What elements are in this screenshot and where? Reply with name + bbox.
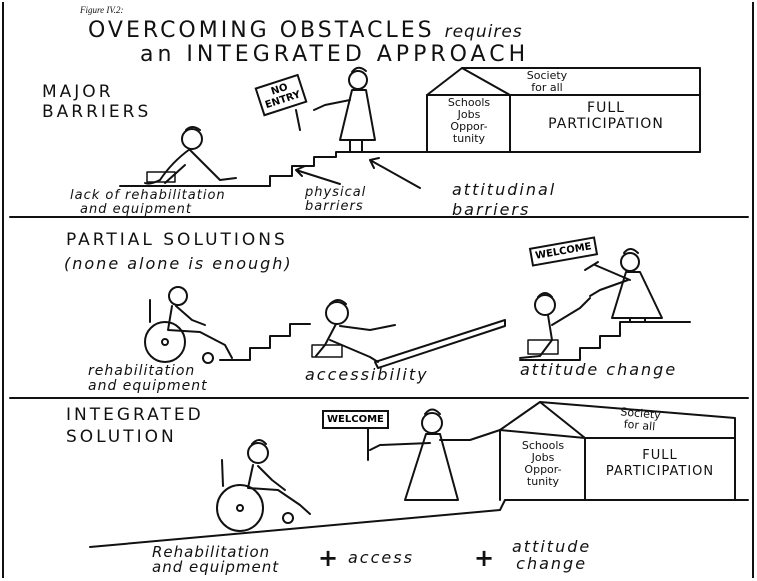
woman-blocking — [295, 66, 376, 153]
label-attitudinal: attitudinal barriers — [452, 180, 556, 220]
formula-rehab-2: and equipment — [152, 558, 280, 576]
house3-left: Schools Jobs Oppor- tunity — [502, 440, 584, 488]
house3-left-5: tunity — [526, 475, 560, 488]
ramp — [374, 319, 506, 369]
panel3-heading-1: INTEGRATED — [66, 405, 204, 425]
person-sitting-floor — [144, 126, 237, 185]
title-requires: requires — [444, 22, 523, 42]
house3-left-2: Jobs — [531, 451, 555, 464]
formula-attitude-2: change — [516, 554, 588, 573]
stairs-2b — [519, 321, 691, 361]
formula-attitude: attitude change — [512, 538, 591, 572]
formula-rehab: Rehabilitation and equipment — [152, 545, 279, 575]
panel1-heading-2: BARRIERS — [42, 102, 152, 122]
person-kneeling — [519, 292, 591, 359]
label-accessibility: accessibility — [305, 365, 429, 384]
woman-welcoming-3 — [367, 408, 501, 501]
title-line-2: an INTEGRATED APPROACH — [140, 42, 530, 67]
house1-left-4: Oppor- — [450, 120, 488, 133]
house3-left-4: Oppor- — [524, 463, 562, 476]
house-1 — [426, 67, 701, 153]
figure-label: Figure IV.2: — [80, 5, 124, 15]
label-lack-rehab-1: lack of rehabilitation — [70, 188, 226, 203]
label-lack-rehab-2: and equipment — [80, 202, 192, 217]
house3-right-2: PARTICIPATION — [605, 464, 715, 479]
welcome-sign-3: WELCOME — [322, 410, 389, 429]
label-attitude-change: attitude change — [520, 360, 678, 379]
house1-roof: Society for all — [512, 70, 582, 94]
label-rehab-2-1: rehabilitation — [88, 363, 196, 379]
panel2-heading-1: PARTIAL SOLUTIONS — [66, 230, 288, 250]
title-line-1: OVERCOMING OBSTACLES requires — [88, 18, 523, 43]
label-physical-1: physical — [305, 185, 367, 200]
woman-welcoming-2 — [584, 248, 663, 323]
house-3 — [499, 401, 736, 501]
panel2-heading-2: (none alone is enough) — [64, 254, 293, 273]
formula-access: access — [348, 548, 414, 567]
formula-plus-2: + — [474, 544, 495, 572]
person-crawling — [311, 299, 396, 363]
label-rehab-2: rehabilitation and equipment — [88, 364, 208, 394]
house3-left-0: Schools — [521, 439, 565, 452]
ramp-3 — [89, 499, 749, 548]
label-attitudinal-1: attitudinal — [452, 180, 557, 199]
panel1-heading-1: MAJOR — [42, 82, 114, 102]
house3-right: FULL PARTICIPATION — [586, 448, 734, 480]
house3-right-1: FULL — [642, 448, 678, 463]
staircase-1 — [119, 151, 701, 187]
label-lack-rehab: lack of rehabilitation and equipment — [70, 189, 226, 217]
house1-right: FULL PARTICIPATION — [512, 100, 700, 132]
label-physical-2: barriers — [305, 199, 364, 214]
house1-roof-1: Society — [526, 69, 568, 82]
formula-attitude-1: attitude — [512, 537, 592, 556]
wheelchair-person-3 — [216, 439, 311, 532]
label-attitudinal-2: barriers — [452, 200, 531, 219]
arrow-attitudinal — [369, 157, 421, 189]
house1-left-0: Schools — [447, 96, 491, 109]
panel3-heading-2: SOLUTION — [66, 427, 177, 447]
house1-left-5: tunity — [452, 132, 486, 145]
house1-right-2: PARTICIPATION — [548, 116, 664, 132]
house1-left-2: Jobs — [457, 108, 481, 121]
formula-rehab-1: Rehabilitation — [152, 543, 271, 561]
label-rehab-2-2: and equipment — [88, 378, 208, 394]
label-physical: physical barriers — [305, 186, 366, 214]
house1-left: Schools Jobs Oppor- tunity — [428, 97, 510, 145]
house1-right-1: FULL — [587, 100, 625, 116]
formula-plus-1: + — [318, 544, 339, 572]
stairs-2a — [219, 323, 311, 361]
wheelchair-person-1 — [144, 286, 233, 364]
house1-roof-2: for all — [531, 81, 563, 94]
title-main: OVERCOMING OBSTACLES — [88, 18, 435, 43]
arrow-physical — [295, 165, 341, 185]
